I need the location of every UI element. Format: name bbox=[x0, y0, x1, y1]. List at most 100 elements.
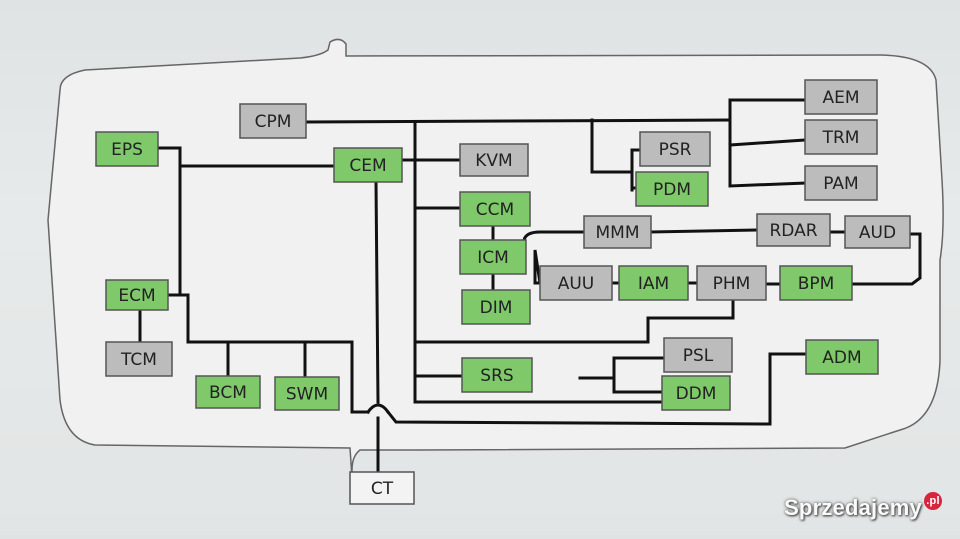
ecu-box-ct bbox=[349, 471, 415, 505]
ecu-label-psr: PSR bbox=[659, 140, 692, 160]
ecu-label-ct: CT bbox=[371, 479, 394, 499]
wire-main-trunk bbox=[413, 120, 662, 404]
ecu-label-cpm: CPM bbox=[255, 112, 292, 132]
ecu-node-swm: SWM bbox=[274, 376, 340, 411]
ecu-node-kvm: KVM bbox=[459, 143, 529, 177]
ecu-label-ddm: DDM bbox=[676, 384, 717, 404]
ecu-label-swm: SWM bbox=[286, 385, 328, 405]
ecu-label-mmm: MMM bbox=[595, 223, 639, 243]
wire-eps-cem bbox=[156, 146, 336, 168]
ecu-box-eps bbox=[95, 131, 159, 167]
ecu-label-aem: AEM bbox=[822, 88, 859, 108]
ecu-box-aud bbox=[844, 215, 911, 249]
ecu-box-bpm bbox=[779, 265, 853, 301]
ecu-box-iam bbox=[618, 265, 689, 301]
ecu-box-ecm bbox=[105, 279, 169, 311]
ecu-node-psr: PSR bbox=[639, 131, 711, 167]
ecu-node-tcm: TCM bbox=[105, 341, 173, 377]
ecu-box-aem bbox=[804, 79, 878, 115]
ecu-box-psr bbox=[639, 131, 711, 167]
ecu-box-ddm bbox=[661, 375, 731, 411]
wire-left-trunk bbox=[178, 293, 370, 414]
wire-mmm-ring bbox=[522, 228, 922, 286]
ecu-box-pdm bbox=[635, 171, 709, 207]
ecu-label-pdm: PDM bbox=[653, 180, 691, 200]
ecu-node-ct: CT bbox=[349, 471, 415, 505]
ecu-box-rdar bbox=[756, 213, 831, 247]
wire-psr-pdm bbox=[590, 118, 642, 192]
ecu-box-bcm bbox=[195, 375, 261, 409]
ecu-node-cpm: CPM bbox=[239, 103, 307, 139]
wire-cem-ct bbox=[374, 180, 380, 474]
ecu-label-rdar: RDAR bbox=[769, 221, 817, 241]
ecu-label-psl: PSL bbox=[683, 346, 714, 366]
ecu-node-auu: AUU bbox=[539, 265, 613, 301]
ecu-label-trm: TRM bbox=[822, 128, 860, 148]
ecu-node-ccm: CCM bbox=[459, 191, 531, 227]
ecu-node-cem: CEM bbox=[333, 147, 403, 183]
ecu-node-iam: IAM bbox=[618, 265, 689, 301]
ecu-box-psl bbox=[663, 337, 733, 373]
ecu-nodes: CPM EPS CEM KVM PSR PDM AEM TRM PAM CCM ICM DIM MMM R… bbox=[95, 79, 911, 505]
ecu-node-phm: PHM bbox=[696, 265, 767, 301]
ecu-node-eps: EPS bbox=[95, 131, 159, 167]
wire-cpm-bus bbox=[304, 118, 732, 124]
ecu-node-bpm: BPM bbox=[779, 265, 853, 301]
ecu-box-dim bbox=[461, 289, 531, 325]
ecu-node-ddm: DDM bbox=[661, 375, 731, 411]
wire-aem-trm-pam bbox=[728, 98, 807, 188]
ecu-box-auu bbox=[539, 265, 613, 301]
watermark-brand: Sprzedajemy bbox=[784, 495, 922, 520]
ecu-label-icm: ICM bbox=[477, 248, 509, 268]
ecu-label-adm: ADM bbox=[822, 348, 861, 368]
ecu-label-bpm: BPM bbox=[798, 274, 835, 294]
ecu-node-bcm: BCM bbox=[195, 375, 261, 409]
ecu-node-srs: SRS bbox=[461, 357, 533, 393]
ecu-label-pam: PAM bbox=[823, 174, 858, 194]
ecu-node-mmm: MMM bbox=[583, 215, 652, 249]
ecu-label-eps: EPS bbox=[111, 140, 143, 160]
wire-hop bbox=[365, 403, 391, 415]
ecu-label-srs: SRS bbox=[480, 366, 513, 386]
ecu-label-kvm: KVM bbox=[475, 151, 512, 171]
ecu-node-icm: ICM bbox=[459, 239, 527, 275]
ecu-label-phm: PHM bbox=[713, 274, 751, 294]
ecu-box-adm bbox=[805, 339, 879, 375]
wire-psl-ddm bbox=[578, 356, 666, 394]
ecu-label-tcm: TCM bbox=[120, 350, 157, 370]
ecu-box-cem bbox=[333, 147, 403, 183]
ecu-box-tcm bbox=[105, 341, 173, 377]
ecu-box-trm bbox=[804, 119, 878, 155]
sprzedajemy-watermark: Sprzedajemy .pl bbox=[784, 492, 942, 521]
ecu-label-iam: IAM bbox=[638, 274, 669, 294]
ecu-box-srs bbox=[461, 357, 533, 393]
ecu-node-aud: AUD bbox=[844, 215, 911, 249]
ecu-node-aem: AEM bbox=[804, 79, 878, 115]
ecu-label-aud: AUD bbox=[859, 223, 896, 243]
wire-bottom-bus bbox=[385, 352, 808, 426]
ecu-node-ecm: ECM bbox=[105, 279, 169, 311]
ecu-box-mmm bbox=[583, 215, 652, 249]
ecu-node-adm: ADM bbox=[805, 339, 879, 375]
ecu-box-swm bbox=[274, 376, 340, 411]
ecu-node-psl: PSL bbox=[663, 337, 733, 373]
ecu-label-auu: AUU bbox=[558, 274, 595, 294]
ecu-box-ccm bbox=[459, 191, 531, 227]
ecu-box-kvm bbox=[459, 143, 529, 177]
ecu-node-pam: PAM bbox=[804, 165, 878, 201]
watermark-tld: .pl bbox=[924, 492, 942, 510]
ecu-node-dim: DIM bbox=[461, 289, 531, 325]
ecu-box-pam bbox=[804, 165, 878, 201]
ecu-box-phm bbox=[696, 265, 767, 301]
ecu-label-cem: CEM bbox=[349, 156, 386, 176]
ecu-node-trm: TRM bbox=[804, 119, 878, 155]
ecu-box-cpm bbox=[239, 103, 307, 139]
wire-phm-trunk bbox=[413, 296, 735, 344]
ecu-label-ecm: ECM bbox=[118, 286, 155, 306]
ecu-node-pdm: PDM bbox=[635, 171, 709, 207]
ecu-label-dim: DIM bbox=[480, 298, 513, 318]
ecu-label-bcm: BCM bbox=[209, 383, 247, 403]
ecu-box-icm bbox=[459, 239, 527, 275]
